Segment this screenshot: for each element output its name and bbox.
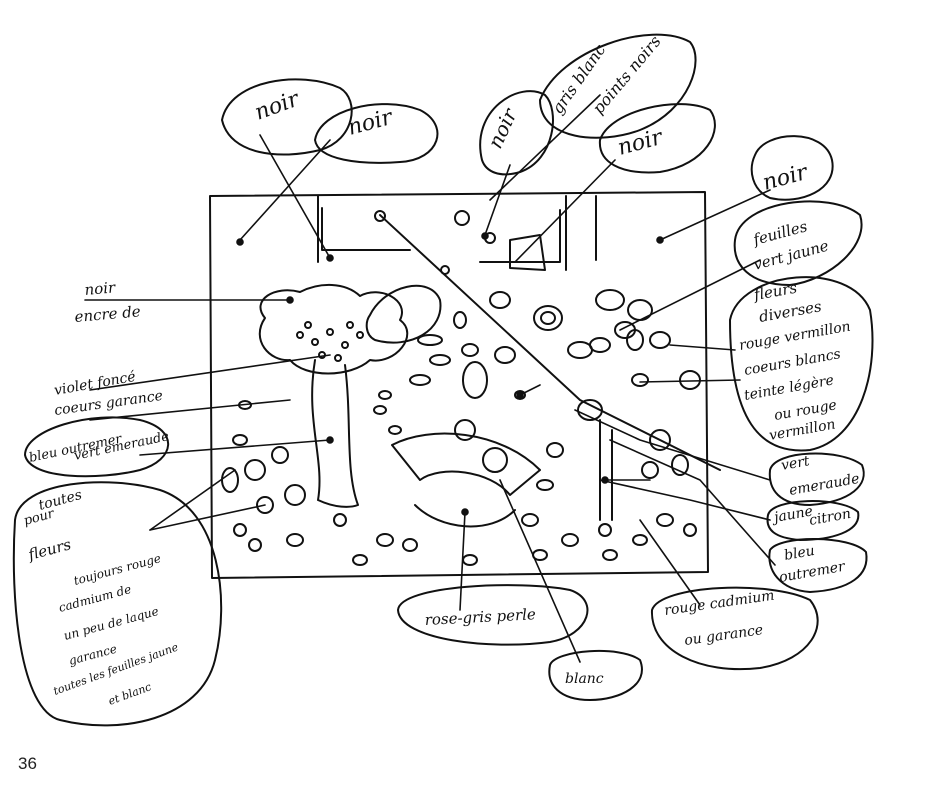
label-encre-de-1: noir [84, 278, 117, 299]
label-jaune-citron-2: citron [808, 506, 852, 529]
pointer-lines [84, 94, 776, 663]
diagonal-line [379, 214, 721, 471]
bubble-toutes-fleurs [12, 481, 223, 727]
label-fleurs-diverses-1: fleurs [752, 279, 799, 304]
label-toutes-fleurs-9: et blanc [107, 680, 154, 708]
bubble-violet-fonce [24, 416, 170, 478]
bubble-jaune-citron [766, 500, 860, 541]
painting-frame [209, 191, 709, 579]
right-column [595, 195, 613, 521]
tree [258, 283, 409, 508]
label-rouge-cadmium-1: rouge cadmium [663, 588, 775, 619]
label-noir-1: noir [252, 86, 304, 125]
bubble-fleurs-diverses [729, 276, 874, 452]
label-bleu-outremer-2: vert emeraude [73, 429, 171, 464]
label-gris-blanc-2: points noirs [589, 32, 665, 118]
label-noir-4: noir [615, 125, 666, 161]
bubble-fleurs-jaune [733, 200, 863, 286]
label-noir-3: noir [483, 104, 523, 152]
label-blanc: blanc [565, 671, 604, 687]
label-noir-5: noir [760, 160, 811, 196]
label-toutes-fleurs-4: toujours rouge [72, 551, 162, 588]
bubble-noir-1 [221, 78, 353, 156]
bubble-rouge-cadmium [650, 586, 819, 671]
bubble-vert-emeraude [768, 452, 865, 506]
bubble-bleu-outremer-2 [768, 538, 868, 593]
label-encre-de-2: encre de [74, 302, 142, 326]
bubble-blanc [548, 650, 643, 701]
label-bleu-outremer-2a: bleu [783, 543, 816, 564]
label-noir-2: noir [345, 105, 396, 141]
bubble-noir-5 [750, 135, 834, 201]
bubble-gris-blanc [539, 33, 697, 139]
label-jaune-citron-1: jaune [770, 503, 814, 526]
label-rouge-cadmium-2: ou garance [683, 622, 764, 649]
large-leaf [365, 284, 442, 344]
label-vert-emeraude-1: vert [780, 453, 811, 474]
bubble-noir-4 [598, 103, 716, 174]
floral-pattern [221, 210, 701, 566]
bubble-rose-gris [397, 584, 589, 646]
label-rose-gris-perle: rose-gris perle [424, 605, 536, 629]
label-toutes-fleurs-5: cadmium de [57, 582, 133, 615]
window-frame [317, 195, 567, 271]
label-toutes-fleurs-3: fleurs [25, 535, 73, 564]
page-number: 36 [18, 754, 37, 773]
bubble-noir-3 [479, 90, 554, 176]
bubble-noir-2 [314, 103, 439, 164]
